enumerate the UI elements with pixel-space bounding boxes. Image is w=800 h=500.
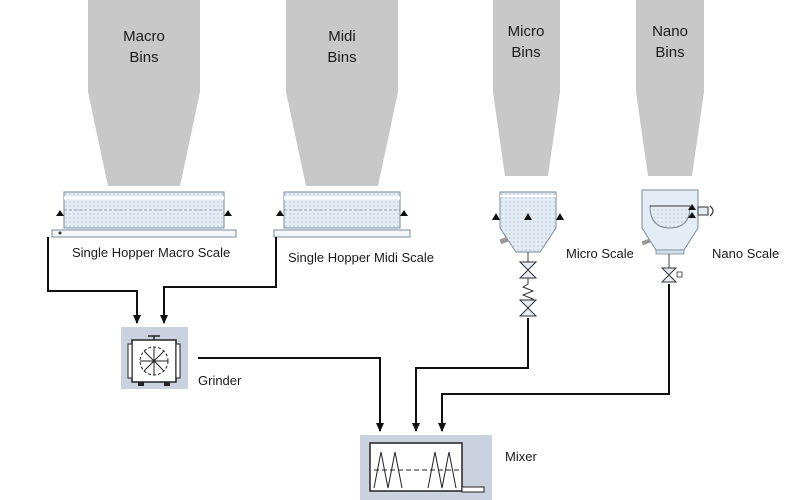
- nano-bin-label-line2: Bins: [655, 44, 684, 61]
- flow-macro-to-grinder: [47, 237, 141, 324]
- midi-bin-label-line1: Midi: [328, 28, 356, 45]
- micro-bin-label-line1: Micro: [508, 23, 545, 40]
- flow-midi-to-grinder: [160, 237, 277, 324]
- nano-bin: Nano Bins: [636, 0, 704, 176]
- micro-bin: Micro Bins: [493, 0, 560, 176]
- micro-scale: Micro Scale: [492, 191, 634, 317]
- midi-scale: Single Hopper Midi Scale: [273, 191, 434, 265]
- flow-grinder-to-mixer: [198, 357, 384, 432]
- grinder-label: Grinder: [198, 373, 242, 388]
- macro-scale: Single Hopper Macro Scale: [51, 191, 237, 260]
- flow-micro-to-mixer: [412, 318, 529, 432]
- micro-bin-label-line2: Bins: [511, 44, 540, 61]
- mixer: Mixer: [360, 435, 537, 500]
- macro-scale-label: Single Hopper Macro Scale: [72, 245, 230, 260]
- flow-lines: [47, 237, 670, 432]
- grinder: Grinder: [121, 327, 242, 389]
- midi-bin: Midi Bins: [286, 0, 398, 186]
- micro-scale-label: Micro Scale: [566, 246, 634, 261]
- nano-bin-label-line1: Nano: [652, 23, 688, 40]
- nano-scale-label: Nano Scale: [712, 246, 779, 261]
- midi-scale-label: Single Hopper Midi Scale: [288, 250, 434, 265]
- macro-bin-label-line1: Macro: [123, 28, 165, 45]
- midi-bin-label-line2: Bins: [327, 49, 356, 66]
- nano-scale: Nano Scale: [641, 189, 779, 283]
- mixer-label: Mixer: [505, 449, 537, 464]
- macro-bin: Macro Bins: [88, 0, 200, 186]
- macro-bin-label-line2: Bins: [129, 49, 158, 66]
- flow-nano-to-mixer: [438, 284, 670, 432]
